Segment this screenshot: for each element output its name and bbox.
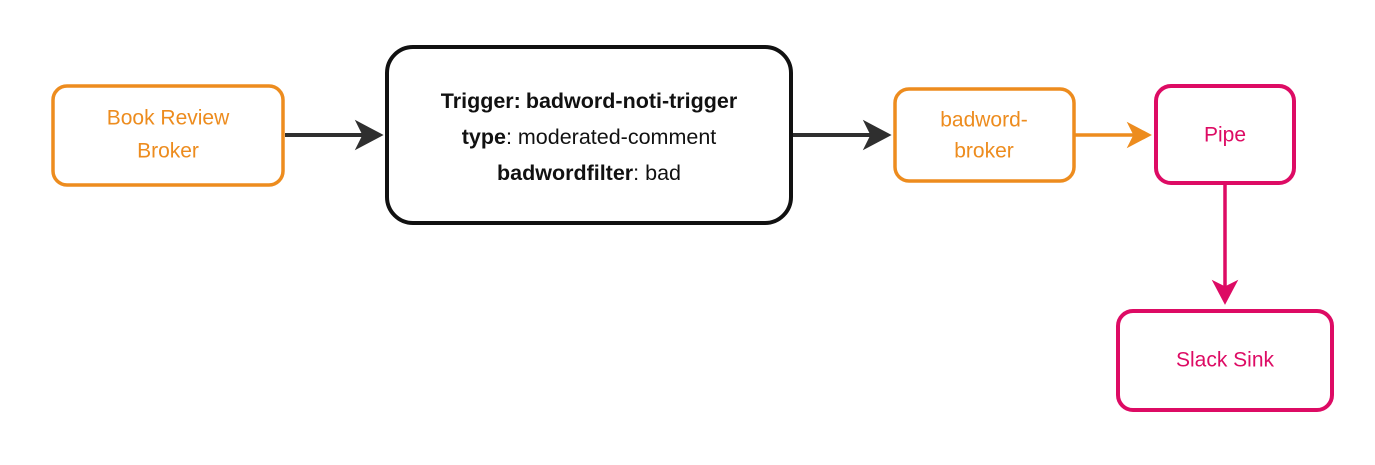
trigger-row-1: type: moderated-comment [462, 125, 717, 149]
trigger-row-0-value: badword-noti-trigger [526, 89, 738, 113]
node-pipe-label: Pipe [1204, 124, 1246, 147]
node-book-review-broker-line-1: Book Review [107, 107, 230, 130]
trigger-row-1-key: type [462, 125, 506, 149]
trigger-row-1-value: : moderated-comment [506, 125, 716, 149]
node-badword-broker[interactable]: badword- broker [893, 87, 1076, 183]
node-slack-sink[interactable]: Slack Sink [1116, 309, 1334, 412]
trigger-row-2-key: badwordfilter [497, 161, 634, 185]
node-pipe[interactable]: Pipe [1154, 84, 1296, 185]
node-badword-broker-line-1: badword- [940, 109, 1028, 132]
trigger-row-0: Trigger:badword-noti-trigger [441, 89, 738, 113]
node-slack-sink-label: Slack Sink [1176, 349, 1275, 372]
trigger-row-0-key: Trigger: [441, 89, 521, 113]
node-book-review-broker[interactable]: Book Review Broker [51, 84, 285, 187]
trigger-row-2-value: : bad [633, 161, 681, 185]
trigger-row-2: badwordfilter: bad [497, 161, 681, 185]
node-book-review-broker-line-2: Broker [137, 140, 199, 163]
node-badword-broker-line-2: broker [954, 140, 1014, 163]
node-trigger[interactable]: Trigger:badword-noti-trigger type: moder… [385, 45, 793, 225]
